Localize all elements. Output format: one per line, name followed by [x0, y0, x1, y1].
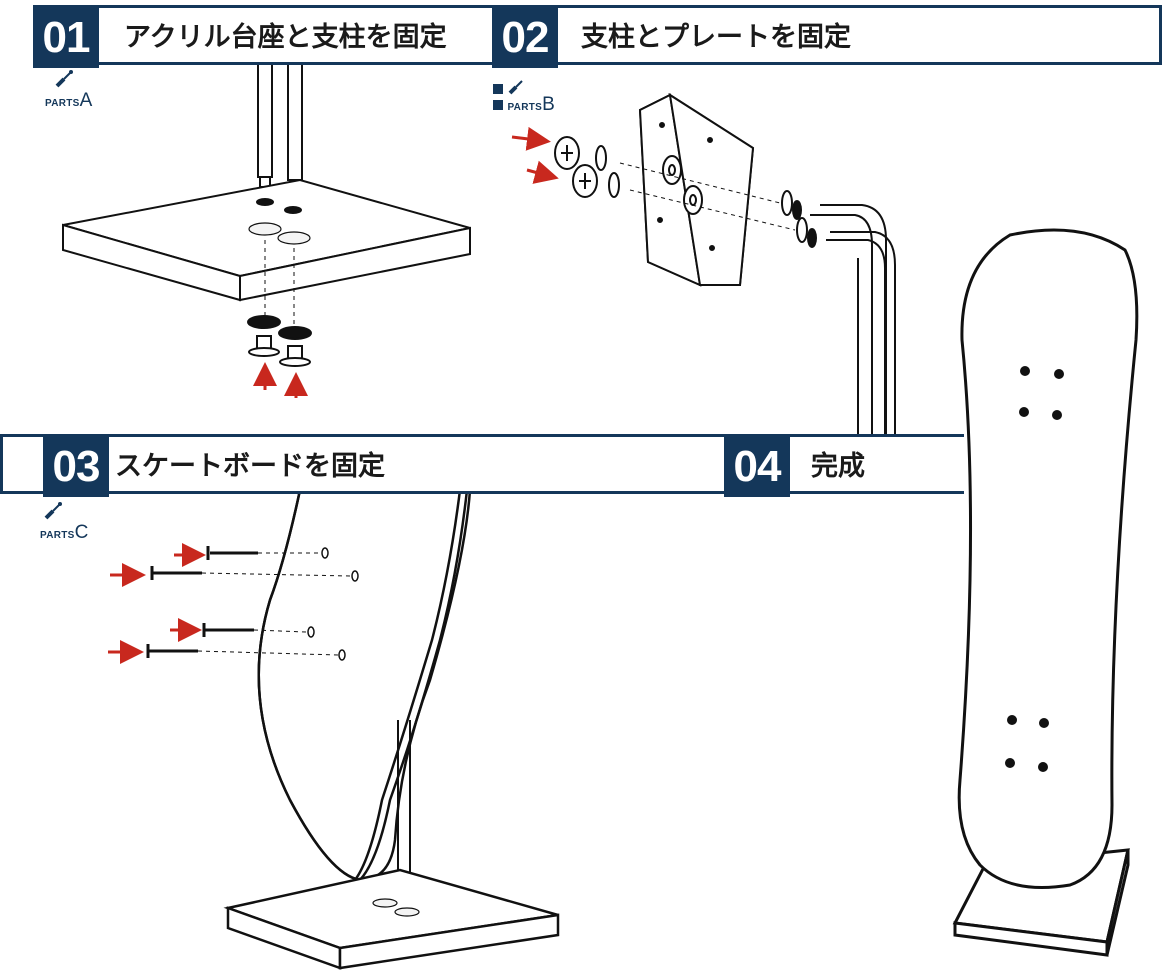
step2-arrows: [511, 126, 559, 184]
step3-illustration: [146, 489, 560, 970]
parts-a-prefix: PARTS: [45, 98, 80, 109]
parts-c-letter: C: [74, 522, 89, 543]
step-01-number: 01: [33, 8, 99, 68]
step-01-banner: 01 アクリル台座と支柱を固定: [33, 5, 495, 68]
step-01-title: アクリル台座と支柱を固定: [124, 22, 447, 53]
step2-illustration: [554, 92, 896, 440]
step-02-banner: 02 支柱とプレートを固定: [492, 5, 1162, 68]
screwdriver-icon: [53, 68, 75, 90]
step-03-number: 03: [43, 437, 109, 497]
step-02-number: 02: [492, 8, 558, 68]
post-left: [257, 61, 273, 178]
parts-b-label: PARTSB: [493, 76, 555, 116]
parts-b-prefix: PARTS: [507, 102, 543, 113]
parts-b-letter: B: [542, 94, 555, 115]
step-03-title: スケートボードを固定: [115, 451, 385, 482]
step3-arrows: [108, 543, 206, 664]
screwdriver-icon: [42, 500, 64, 522]
step-02-title: 支柱とプレートを固定: [581, 22, 851, 53]
parts-a-label: PARTSA: [45, 68, 92, 112]
board-outline: [257, 489, 472, 882]
acrylic-base-side: [239, 226, 471, 302]
parts-a-letter: A: [79, 90, 93, 111]
post-right: [287, 61, 303, 181]
step-04-title: 完成: [811, 451, 865, 482]
step1-illustration: [62, 61, 471, 367]
screwdriver-icon: [493, 76, 555, 95]
step-04-number: 04: [724, 437, 790, 497]
parts-c-label: PARTSC: [40, 500, 88, 544]
step-03-banner: 03 スケートボードを固定: [0, 434, 728, 497]
step-04-banner: 04 完成: [724, 434, 964, 497]
parts-c-prefix: PARTS: [40, 530, 75, 541]
step1-arrows: [253, 362, 308, 398]
